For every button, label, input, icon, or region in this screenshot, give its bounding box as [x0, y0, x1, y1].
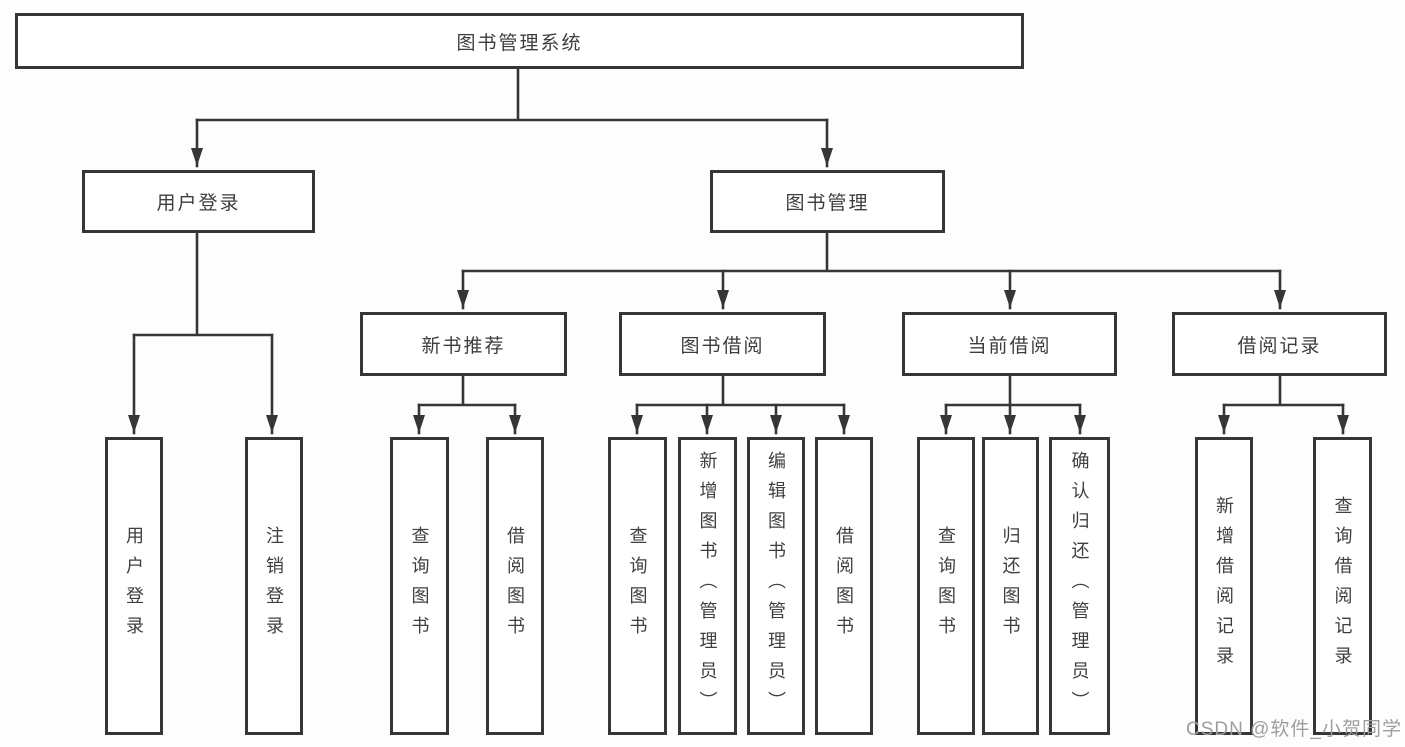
node-book-management: 图书管理: [710, 170, 945, 233]
leaf-bookborrow-edit-books-admin-label: 编辑图书（管理员）: [766, 451, 786, 721]
leaf-bookborrow-add-books-admin: 新增图书（管理员）: [678, 437, 737, 735]
node-current-borrow: 当前借阅: [902, 312, 1117, 376]
leaf-newbooks-query-books-label: 查询图书: [409, 526, 430, 646]
node-new-book-recommend: 新书推荐: [360, 312, 567, 376]
node-user-login: 用户登录: [82, 170, 315, 233]
leaf-logout-label: 注销登录: [264, 526, 284, 646]
leaf-bookborrow-query-books: 查询图书: [608, 437, 667, 735]
node-root-system: 图书管理系统: [15, 13, 1024, 69]
leaf-newbooks-borrow-books-label: 借阅图书: [505, 526, 525, 646]
leaf-bookborrow-edit-books-admin: 编辑图书（管理员）: [747, 437, 805, 735]
leaf-records-query-borrow-record: 查询借阅记录: [1313, 437, 1372, 735]
leaf-bookborrow-add-books-admin-label: 新增图书（管理员）: [697, 451, 718, 721]
node-book-borrow: 图书借阅: [619, 312, 826, 376]
node-borrow-records: 借阅记录: [1172, 312, 1387, 376]
leaf-logout: 注销登录: [245, 437, 303, 735]
leaf-bookborrow-borrow-books: 借阅图书: [815, 437, 873, 735]
leaf-newbooks-query-books: 查询图书: [390, 437, 449, 735]
leaf-user-login: 用户登录: [105, 437, 163, 735]
leaf-records-add-borrow-record: 新增借阅记录: [1195, 437, 1253, 735]
leaf-bookborrow-borrow-books-label: 借阅图书: [834, 526, 854, 646]
leaf-records-add-borrow-record-label: 新增借阅记录: [1214, 496, 1234, 676]
leaf-records-query-borrow-record-label: 查询借阅记录: [1332, 496, 1353, 676]
leaf-currentborrow-query-books: 查询图书: [917, 437, 975, 735]
leaf-currentborrow-return-books-label: 归还图书: [1000, 526, 1021, 646]
leaf-newbooks-borrow-books: 借阅图书: [486, 437, 544, 735]
leaf-currentborrow-query-books-label: 查询图书: [936, 526, 956, 646]
leaf-bookborrow-query-books-label: 查询图书: [627, 526, 648, 646]
leaf-currentborrow-return-books: 归还图书: [982, 437, 1039, 735]
leaf-user-login-label: 用户登录: [124, 526, 144, 646]
csdn-watermark: CSDN @软件_小贺同学: [1186, 719, 1402, 740]
leaf-currentborrow-confirm-return-admin: 确认归还（管理员）: [1049, 437, 1110, 735]
leaf-currentborrow-confirm-return-admin-label: 确认归还（管理员）: [1069, 451, 1090, 721]
